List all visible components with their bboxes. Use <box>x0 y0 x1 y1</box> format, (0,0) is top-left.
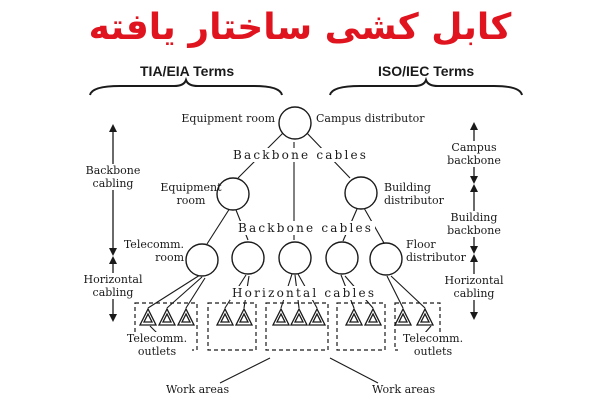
outlet-icon <box>415 307 435 326</box>
floor-distributor-node-1 <box>185 243 219 277</box>
campus-distributor-node <box>278 106 312 140</box>
backbone-cables-top-label: Backbone cables <box>231 148 371 162</box>
floor-distributor-node-5 <box>369 242 403 276</box>
outlet-icon <box>289 307 309 326</box>
building-distributor-left-node <box>216 177 250 211</box>
floor-distributor-node-3 <box>278 241 312 275</box>
work-area-box-2 <box>207 302 257 351</box>
outlet-icon <box>215 307 235 326</box>
work-area-box-4 <box>336 302 386 351</box>
backbone-cables-mid-label: Backbone cables <box>236 221 376 235</box>
floor-distributor-node-4 <box>325 241 359 275</box>
floor-distributor-node-2 <box>231 241 265 275</box>
outlet-triangles <box>138 307 435 326</box>
equipment-room-top-label: Equipment room <box>181 112 275 125</box>
outlet-icon <box>176 307 196 326</box>
outlet-icon <box>393 307 413 326</box>
right-brace <box>329 76 523 96</box>
outlet-icon <box>271 307 291 326</box>
left-brace <box>89 76 283 96</box>
work-areas-right-label: Work areas <box>372 383 436 396</box>
horizontal-cables-label: Horizontal cables <box>230 286 379 300</box>
outlet-icon <box>344 307 364 326</box>
outlet-icon <box>363 307 383 326</box>
telecomm-room-label: Telecomm.room <box>123 238 184 264</box>
outlet-icon <box>138 307 158 326</box>
work-area-box-3 <box>265 302 329 351</box>
page-title: کابل کشی ساختار یافته <box>88 7 512 48</box>
work-areas-left-label: Work areas <box>166 383 230 396</box>
outlet-icon <box>234 307 254 326</box>
iso-iec-heading: ISO/IEC Terms <box>378 63 475 79</box>
campus-distributor-label: Campus distributor <box>316 112 425 125</box>
tia-eia-heading: TIA/EIA Terms <box>140 63 235 79</box>
outlet-icon <box>157 307 177 326</box>
telecomm-outlets-left-label: Telecomm.outlets <box>122 332 192 358</box>
telecomm-outlets-right-label: Telecomm.outlets <box>398 332 468 358</box>
building-distributor-right-node <box>344 176 378 210</box>
outlet-icon <box>307 307 327 326</box>
